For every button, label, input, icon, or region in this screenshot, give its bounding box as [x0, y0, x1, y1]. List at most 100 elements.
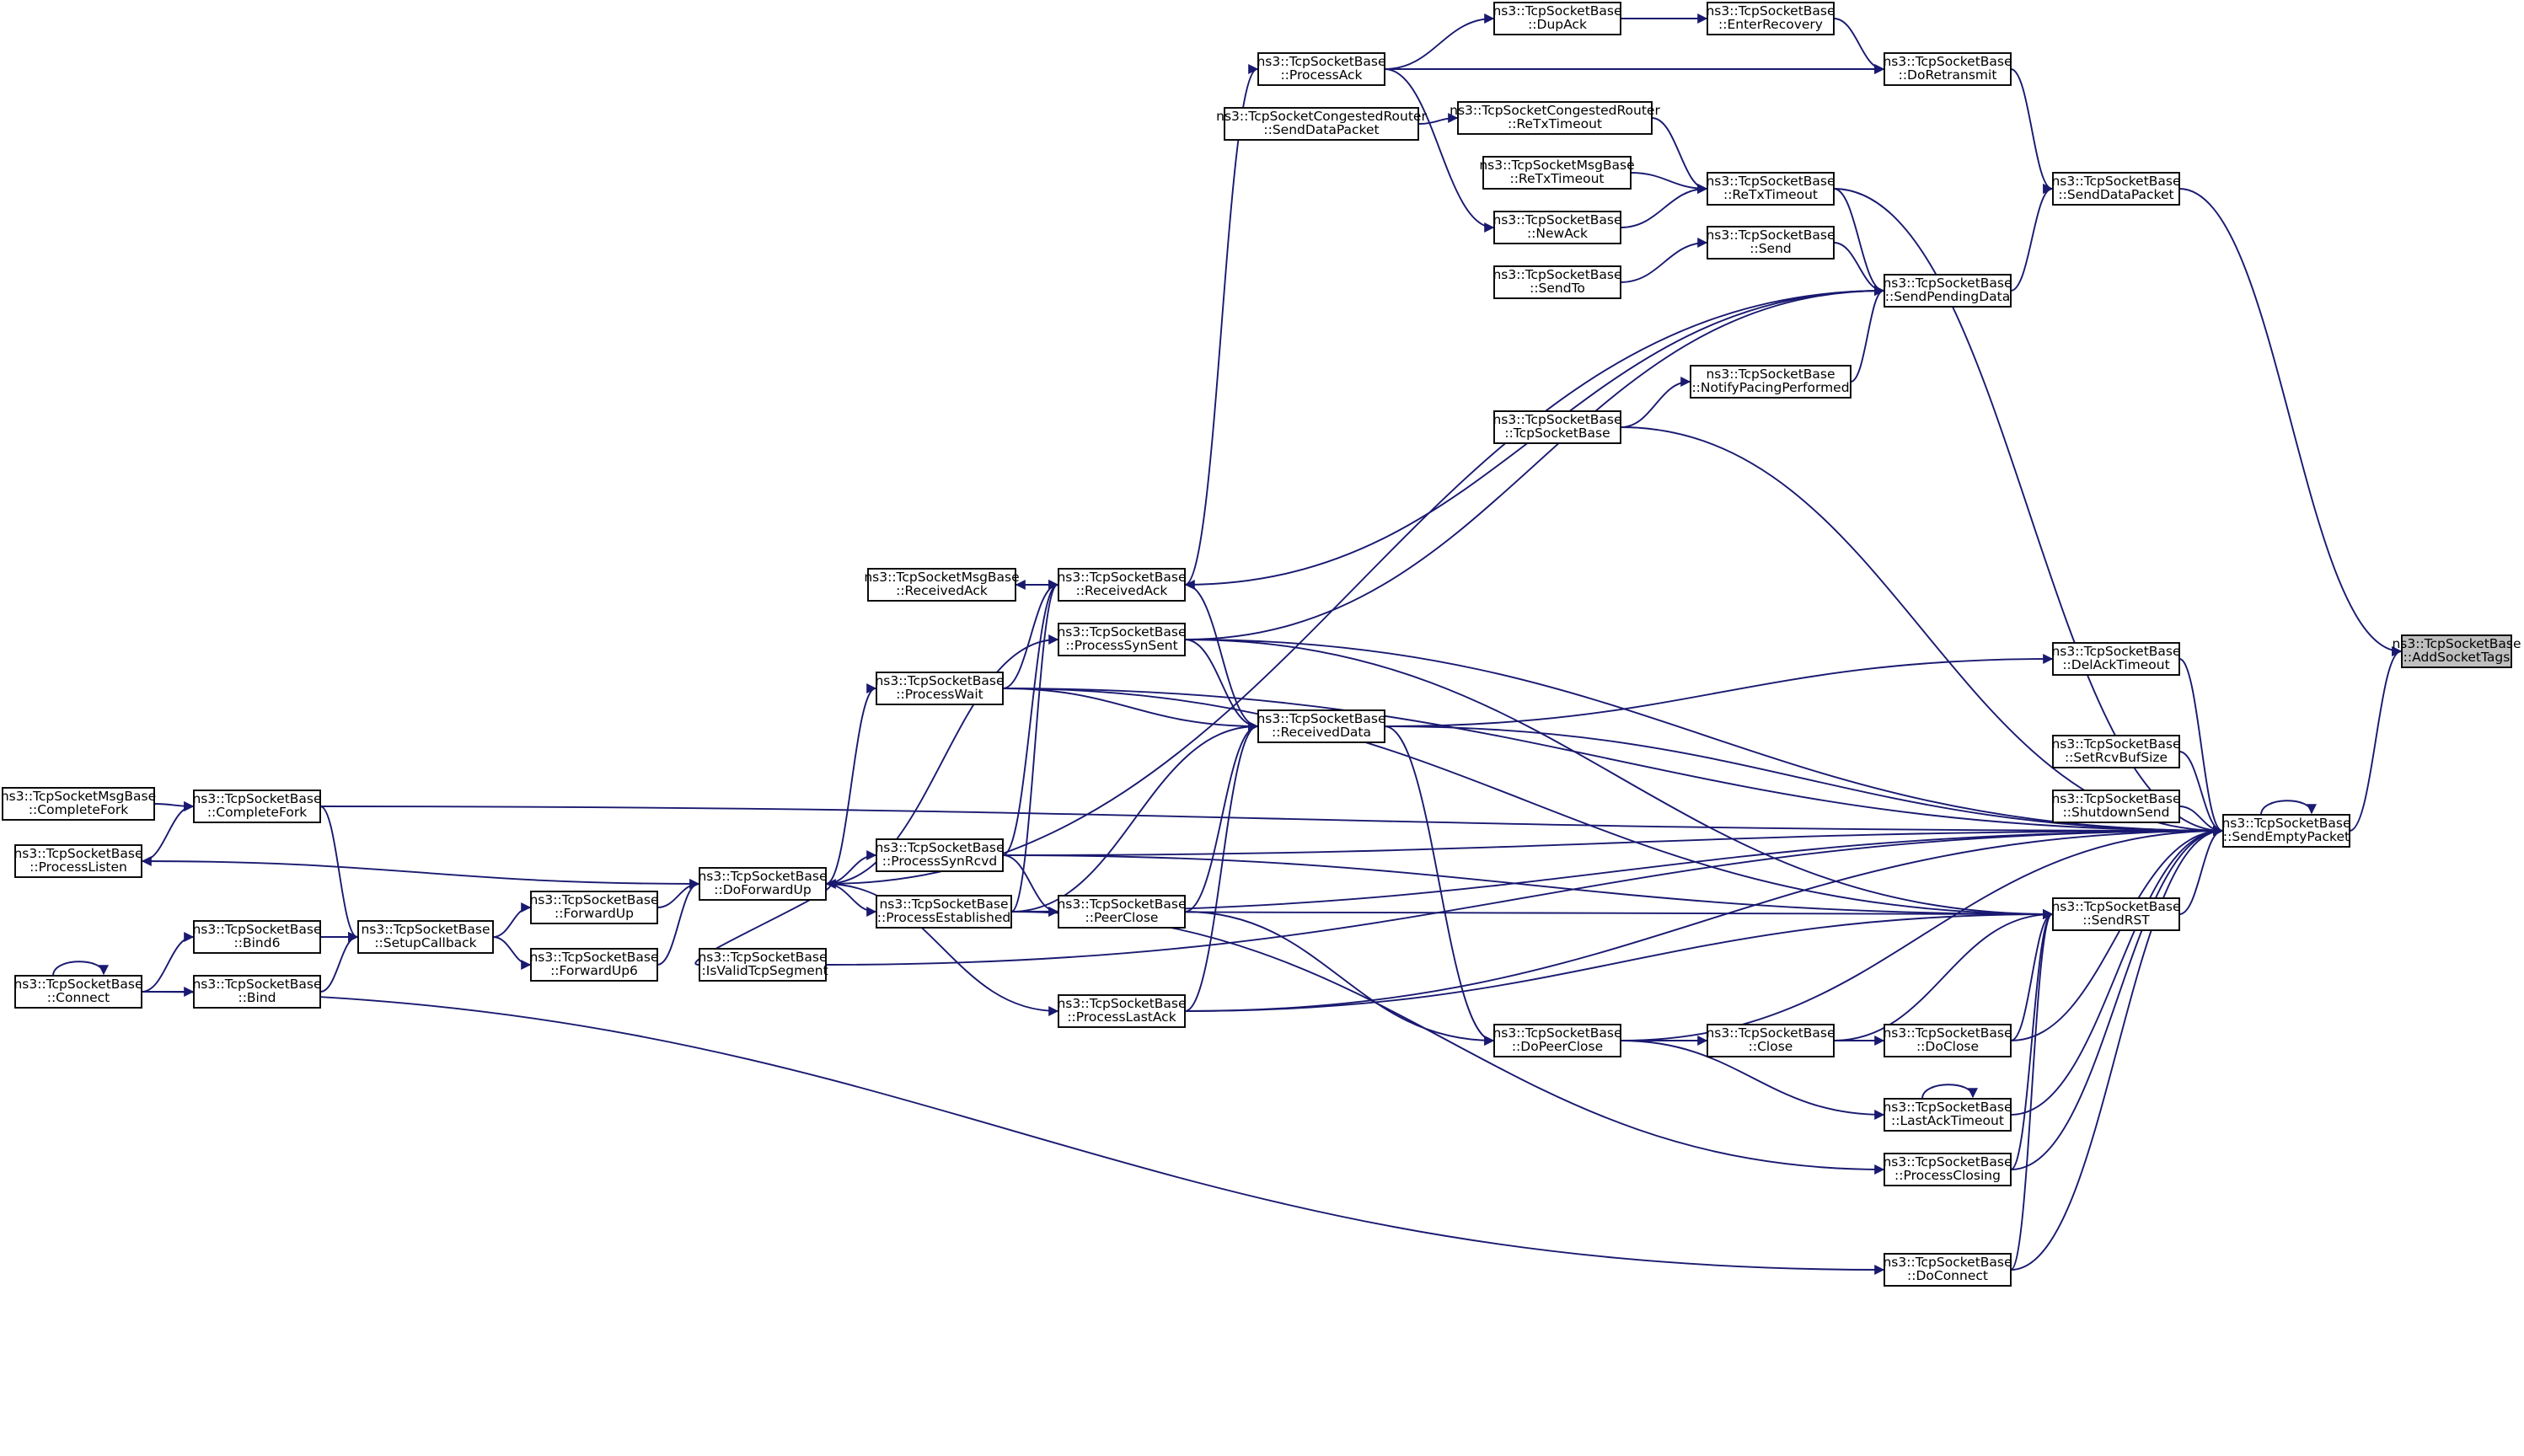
call-edge-isvalidtcpsegment-doforwardup [694, 879, 836, 966]
node-class-label: ns3::TcpSocketBase [1057, 624, 1186, 640]
node-class-label: ns3::TcpSocketBase [875, 840, 1004, 855]
node-method-label: ::DoConnect [1907, 1268, 1988, 1283]
call-edge-processsynsent-receiveddata [1184, 639, 1259, 731]
node-method-label: ::NotifyPacingPerformed [1691, 380, 1849, 395]
node-msgbase_completefork[interactable]: ns3::TcpSocketMsgBase::CompleteFork [1, 787, 156, 821]
node-class-label: ns3::TcpSocketBase [192, 922, 321, 937]
node-method-label: ::NewAck [1527, 226, 1588, 241]
node-msgbase_retxtimeout[interactable]: ns3::TcpSocketMsgBase::ReTxTimeout [1479, 156, 1635, 190]
node-cr_retxtimeout[interactable]: ns3::TcpSocketCongestedRouter::ReTxTimeo… [1450, 101, 1660, 135]
node-box [1457, 101, 1653, 135]
node-sendpendingdata[interactable]: ns3::TcpSocketBase::SendPendingData [1883, 274, 2012, 308]
node-doclose[interactable]: ns3::TcpSocketBase::DoClose [1883, 1024, 2012, 1057]
node-processlastack[interactable]: ns3::TcpSocketBase::ProcessLastAck [1057, 994, 1187, 1028]
node-newack[interactable]: ns3::TcpSocketBase::NewAck [1492, 211, 1622, 244]
node-sendemptypacket[interactable]: ns3::TcpSocketBase::SendEmptyPacket [2221, 814, 2351, 848]
node-receiveddata[interactable]: ns3::TcpSocketBase::ReceivedData [1257, 709, 1386, 743]
node-class-label: ns3::TcpSocketBase [2221, 816, 2350, 831]
node-addsockettags[interactable]: ns3::TcpSocketBase::AddSocketTags [2392, 634, 2521, 668]
node-close[interactable]: ns3::TcpSocketBase::Close [1706, 1024, 1835, 1057]
call-edge-newack-retxtimeout [1620, 184, 1708, 228]
call-edge-processsynsent-sendpendingdata [1184, 286, 1885, 640]
node-class-label: ns3::TcpSocketBase [1883, 1154, 2012, 1170]
node-peerclose[interactable]: ns3::TcpSocketBase::PeerClose [1057, 895, 1187, 929]
call-edge-bind-setupcallback [319, 932, 359, 993]
node-box [1884, 1253, 2012, 1287]
node-forwardup[interactable]: ns3::TcpSocketBase::ForwardUp [529, 891, 659, 924]
node-retxtimeout[interactable]: ns3::TcpSocketBase::ReTxTimeout [1706, 172, 1835, 206]
node-box [1493, 265, 1621, 299]
node-class-label: ns3::TcpSocketBase [1492, 412, 1621, 427]
node-cr_senddatapacket[interactable]: ns3::TcpSocketCongestedRouter::SendDataP… [1216, 107, 1427, 141]
node-enterrecovery[interactable]: ns3::TcpSocketBase::EnterRecovery [1706, 2, 1835, 35]
node-box [1257, 52, 1385, 86]
call-edge-forwardup6-doforwardup [656, 879, 700, 966]
node-doforwardup[interactable]: ns3::TcpSocketBase::DoForwardUp [698, 867, 828, 901]
node-processwait[interactable]: ns3::TcpSocketBase::ProcessWait [875, 672, 1005, 705]
node-sendto[interactable]: ns3::TcpSocketBase::SendTo [1492, 265, 1622, 299]
call-edge-doconnect-sendemptypacket [2010, 826, 2224, 1271]
node-forwardup6[interactable]: ns3::TcpSocketBase::ForwardUp6 [529, 948, 659, 982]
node-box [876, 895, 1012, 929]
node-processestablished[interactable]: ns3::TcpSocketBase::ProcessEstablished [876, 895, 1012, 929]
call-edge-msgbase_retxtimeout-retxtimeout [1630, 172, 1708, 194]
node-processlisten[interactable]: ns3::TcpSocketBase::ProcessListen [13, 844, 143, 878]
node-completefork[interactable]: ns3::TcpSocketBase::CompleteFork [192, 790, 322, 823]
node-method-label: ::ReceivedData [1272, 725, 1371, 740]
node-msgbase_receivedack[interactable]: ns3::TcpSocketMsgBase::ReceivedAck [864, 568, 1020, 602]
call-edge-processclosing-sendrst [2010, 909, 2054, 1170]
node-connect[interactable]: ns3::TcpSocketBase::Connect [13, 975, 143, 1009]
node-method-label: ::ReTxTimeout [1509, 171, 1604, 186]
call-edge-processsynrcvd-sendemptypacket [1002, 826, 2224, 856]
node-send[interactable]: ns3::TcpSocketBase::Send [1706, 226, 1835, 260]
node-box [193, 975, 321, 1009]
call-edge-receivedack-processack [1184, 64, 1259, 586]
node-processsynsent[interactable]: ns3::TcpSocketBase::ProcessSynSent [1057, 623, 1187, 656]
call-edge-processlastack-sendemptypacket [1184, 826, 2224, 1012]
node-box [193, 790, 321, 823]
node-notifypacing[interactable]: ns3::TcpSocketBase::NotifyPacingPerforme… [1690, 365, 1851, 399]
call-edge-lastacktimeout-sendemptypacket [2010, 826, 2224, 1116]
node-method-label: ::DupAck [1528, 17, 1587, 32]
node-isvalidtcpsegment[interactable]: ns3::TcpSocketBase::IsValidTcpSegment [697, 948, 828, 982]
node-lastacktimeout[interactable]: ns3::TcpSocketBase::LastAckTimeout [1883, 1098, 2012, 1132]
call-edge-processsynsent-sendrst [1184, 639, 2054, 919]
node-processsynrcvd[interactable]: ns3::TcpSocketBase::ProcessSynRcvd [875, 838, 1005, 872]
node-method-label: ::ForwardUp [555, 906, 634, 921]
node-dopeerclose[interactable]: ns3::TcpSocketBase::DoPeerClose [1492, 1024, 1622, 1057]
call-edge-doforwardup-processestablished [825, 883, 877, 917]
node-method-label: ::EnterRecovery [1718, 17, 1823, 32]
node-method-label: ::Bind6 [234, 935, 281, 950]
node-setrcvbufsize[interactable]: ns3::TcpSocketBase::SetRcvBufSize [2051, 735, 2181, 768]
call-edge-completefork-sendemptypacket [319, 806, 2224, 836]
node-doretransmit[interactable]: ns3::TcpSocketBase::DoRetransmit [1883, 52, 2012, 86]
node-delacktimeout[interactable]: ns3::TcpSocketBase::DelAckTimeout [2051, 642, 2181, 676]
node-box [2401, 634, 2512, 668]
call-edges [52, 13, 2403, 1275]
node-processack[interactable]: ns3::TcpSocketBase::ProcessAck [1257, 52, 1386, 86]
node-dupack[interactable]: ns3::TcpSocketBase::DupAck [1492, 2, 1622, 35]
node-method-label: ::SendEmptyPacket [2223, 829, 2350, 844]
node-sendrst[interactable]: ns3::TcpSocketBase::SendRST [2051, 897, 2181, 931]
node-doconnect[interactable]: ns3::TcpSocketBase::DoConnect [1883, 1253, 2012, 1287]
node-class-label: ns3::TcpSocketBase [13, 846, 142, 861]
node-setupcallback[interactable]: ns3::TcpSocketBase::SetupCallback [357, 920, 494, 954]
node-class-label: ns3::TcpSocketBase [1706, 1025, 1835, 1041]
node-box [530, 891, 658, 924]
node-box [193, 920, 321, 954]
node-senddatapacket[interactable]: ns3::TcpSocketBase::SendDataPacket [2051, 172, 2181, 206]
node-box [1257, 709, 1385, 743]
node-bind[interactable]: ns3::TcpSocketBase::Bind [192, 975, 322, 1009]
node-processclosing[interactable]: ns3::TcpSocketBase::ProcessClosing [1883, 1153, 2012, 1186]
node-box [867, 568, 1016, 602]
node-tcpsocketbase[interactable]: ns3::TcpSocketBase::TcpSocketBase [1492, 410, 1622, 444]
call-edge-processsynrcvd-sendrst [1002, 854, 2054, 919]
call-edge-dopeerclose-lastacktimeout [1620, 1040, 1885, 1120]
node-box [699, 948, 827, 982]
node-receivedack[interactable]: ns3::TcpSocketBase::ReceivedAck [1057, 568, 1187, 602]
call-edge-processestablished-sendrst [1010, 908, 2054, 919]
node-box [1707, 1024, 1835, 1057]
node-class-label: ns3::TcpSocketBase [1883, 1255, 2012, 1270]
node-shutdownsend[interactable]: ns3::TcpSocketBase::ShutdownSend [2051, 790, 2181, 823]
node-bind6[interactable]: ns3::TcpSocketBase::Bind6 [192, 920, 322, 954]
